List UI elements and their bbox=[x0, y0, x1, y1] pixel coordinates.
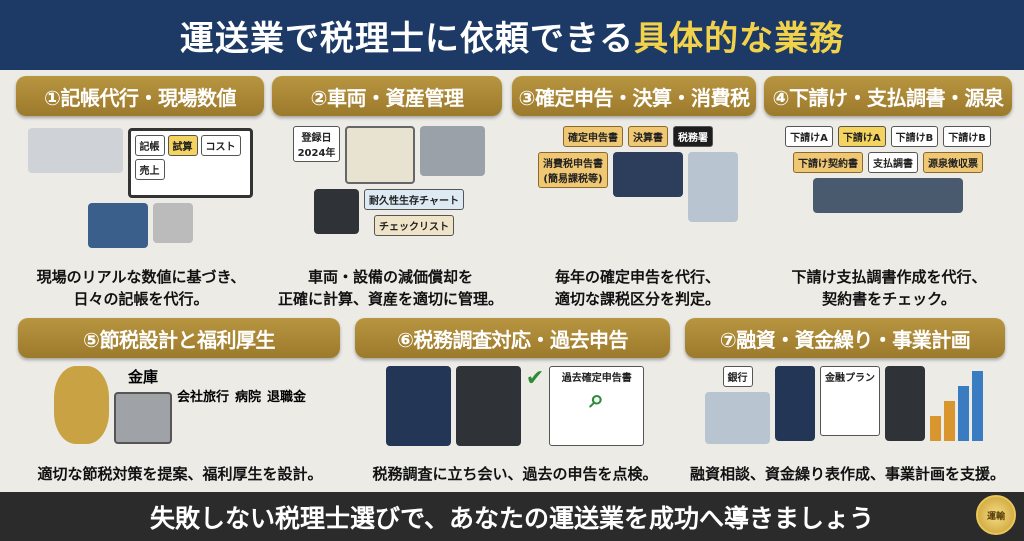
service-caption-6: 税務調査に立ち会い、過去の申告を点検。 bbox=[372, 465, 658, 483]
officer-icon bbox=[385, 366, 451, 446]
service-badge-1: ①記帳代行・現場数値 bbox=[16, 76, 264, 116]
retirement-label: 退職金 bbox=[267, 390, 307, 405]
page-title: 運送業で税理士に依頼できる具体的な業務 bbox=[0, 0, 1024, 70]
tax-audit-illustration: ✔ 過去確定申告書⌕ bbox=[365, 366, 665, 456]
monitor-icon: 記帳 試算 コスト 売上 bbox=[127, 128, 253, 198]
company-trip-label: 会社旅行 bbox=[176, 390, 229, 405]
financial-plan-document: 金融プラン bbox=[820, 366, 880, 436]
medal-icon: 運輸 bbox=[976, 495, 1016, 535]
truck-icon bbox=[345, 126, 416, 184]
footer-banner: 失敗しない税理士選びで、あなたの運送業を成功へ導きましょう bbox=[0, 492, 1024, 541]
calculator-icon bbox=[152, 203, 193, 243]
tax-return-illustration: 確定申告書 決算書 税務署 消費税申告書(簡易課税等) bbox=[518, 126, 758, 256]
service-caption-5: 適切な節税対策を提案、福利厚生を設計。 bbox=[37, 465, 323, 483]
tax-saving-illustration: 金庫 会社旅行 病院 退職金 bbox=[25, 366, 335, 456]
service-badge-6: ⑥税務調査対応・過去申告 bbox=[355, 318, 670, 358]
service-caption-3: 毎年の確定申告を代行、適切な課税区分を判定。 bbox=[554, 268, 720, 308]
tax-office-building-icon bbox=[688, 152, 738, 222]
bank-building-icon bbox=[705, 392, 770, 444]
service-caption-1: 現場のリアルな数値に基づき、日々の記帳を代行。 bbox=[36, 268, 246, 308]
accountant-icon bbox=[455, 366, 521, 446]
safe-icon bbox=[113, 392, 172, 444]
warehouse-icon bbox=[420, 126, 486, 176]
service-caption-2: 車両・設備の減価償却を正確に計算、資産を適切に管理。 bbox=[277, 268, 503, 308]
title-highlight: 具体的な業務 bbox=[634, 18, 845, 59]
magnifier-check-icon: ⌕ bbox=[589, 384, 604, 414]
finance-illustration: 銀行 金融プラン bbox=[690, 366, 1005, 456]
service-caption-4: 下請け支払調書作成を代行、契約書をチェック。 bbox=[791, 268, 987, 308]
accountant-icon bbox=[314, 189, 360, 234]
service-badge-7: ⑦融資・資金繰り・事業計画 bbox=[685, 318, 1005, 358]
workers-icon bbox=[813, 178, 963, 213]
meeting-icon bbox=[613, 152, 683, 197]
hospital-label: 病院 bbox=[234, 390, 261, 405]
service-badge-2: ②車両・資産管理 bbox=[272, 76, 502, 116]
truck-icon bbox=[27, 128, 123, 173]
checkmark-icon: ✔ bbox=[525, 366, 545, 391]
subcontract-illustration: 下請けA 下請けA 下請けB 下請けB 下請け契約書 支払調書 源泉徴収票 bbox=[768, 126, 1008, 256]
service-badge-3: ③確定申告・決算・消費税 bbox=[512, 76, 756, 116]
banker-icon bbox=[775, 366, 815, 441]
growth-chart-icon bbox=[930, 366, 990, 441]
money-bag-icon bbox=[53, 366, 109, 444]
service-caption-7: 融資相談、資金繰り表作成、事業計画を支援。 bbox=[689, 465, 1005, 483]
title-main: 運送業で税理士に依頼できる bbox=[179, 18, 635, 59]
bookkeeping-illustration: 記帳 試算 コスト 売上 bbox=[20, 128, 260, 258]
accountant-icon bbox=[885, 366, 925, 441]
worker-icon bbox=[87, 203, 148, 248]
past-return-document: 過去確定申告書⌕ bbox=[549, 366, 645, 446]
service-badge-4: ④下請け・支払調書・源泉 bbox=[764, 76, 1012, 116]
service-badge-5: ⑤節税設計と福利厚生 bbox=[18, 318, 340, 358]
